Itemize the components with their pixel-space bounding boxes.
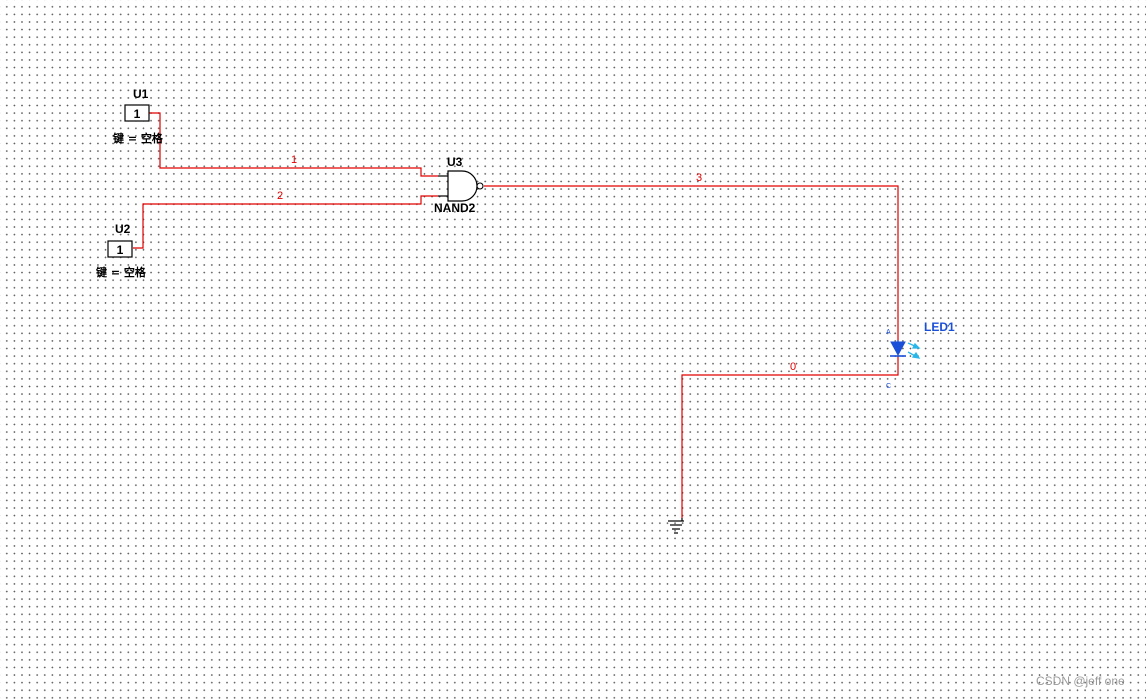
switch-u1-value: 1 xyxy=(134,107,141,121)
switch-u1-key-label: 键 = 空格 xyxy=(112,131,164,145)
wire-net-3[interactable] xyxy=(484,185,899,342)
wire-net-1[interactable] xyxy=(149,112,438,177)
wire-net-2[interactable] xyxy=(133,195,438,249)
net-label-2: 2 xyxy=(277,190,283,202)
led-pin-a: A xyxy=(886,329,891,336)
led-pin-c: C xyxy=(886,383,891,390)
led-light-arrows-icon xyxy=(907,342,921,359)
nand-output-bubble xyxy=(476,182,484,190)
net-label-3: 3 xyxy=(696,172,702,184)
net-label-0: 0 xyxy=(790,361,796,373)
switch-u1-ref: U1 xyxy=(133,87,149,101)
switch-u2-ref: U2 xyxy=(115,222,131,236)
nand-gate-body[interactable] xyxy=(447,170,478,202)
nand-gate-u3[interactable]: U3 NAND2 xyxy=(434,155,484,215)
switch-u2-body[interactable] xyxy=(107,240,133,258)
led-ref: LED1 xyxy=(924,320,955,334)
nand-gate-type: NAND2 xyxy=(434,201,476,215)
ground-symbol-icon[interactable] xyxy=(668,518,684,534)
led-d1[interactable]: LED1 A C xyxy=(886,320,955,390)
switch-u1-body[interactable] xyxy=(124,104,150,122)
net-label-1: 1 xyxy=(291,154,297,166)
switch-u2-key-label: 键 = 空格 xyxy=(95,265,147,279)
switch-u1[interactable]: 1 U1 键 = 空格 xyxy=(112,87,164,145)
switch-u2-value: 1 xyxy=(117,243,124,257)
watermark: CSDN @jeff one xyxy=(1036,674,1125,688)
led-triangle-icon xyxy=(890,341,906,357)
nand-gate-ref: U3 xyxy=(447,155,463,169)
wire-net-0[interactable] xyxy=(681,356,899,518)
switch-u2[interactable]: 1 U2 键 = 空格 xyxy=(95,222,147,279)
